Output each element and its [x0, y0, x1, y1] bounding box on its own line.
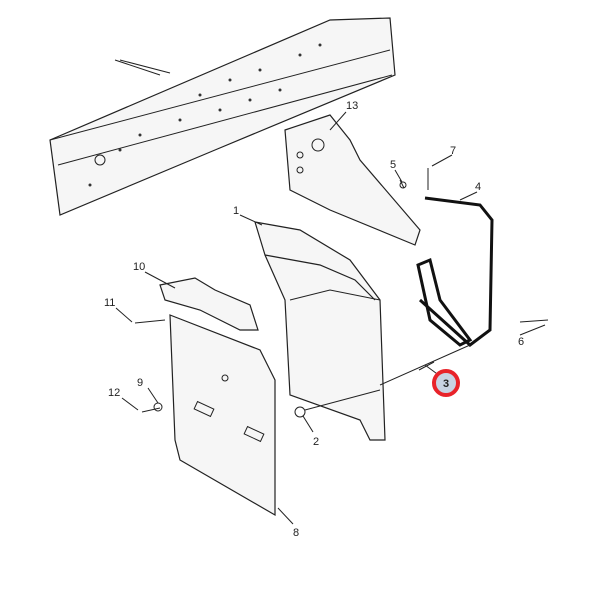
callout-8[interactable]: 8 [293, 527, 299, 539]
fasteners [119, 59, 549, 418]
callout-9[interactable]: 9 [137, 377, 143, 389]
callout-2[interactable]: 2 [313, 436, 319, 448]
callout-4[interactable]: 4 [475, 181, 481, 193]
mudflap-8 [169, 314, 276, 517]
splash-panel-1 [254, 221, 386, 441]
callout-6[interactable]: 6 [518, 336, 524, 348]
callout-13[interactable]: 13 [346, 100, 358, 112]
callout-12[interactable]: 12 [108, 387, 120, 399]
callout-labels: 13 1 5 7 4 6 10 11 9 12 2 8 3 [104, 100, 524, 539]
callout-3[interactable]: 3 [443, 378, 449, 390]
seal-4 [416, 196, 494, 347]
callout-1[interactable]: 1 [233, 205, 239, 217]
leader-lines [115, 111, 546, 525]
callout-11[interactable]: 11 [104, 297, 115, 309]
frame-rail [49, 17, 396, 216]
callout-10[interactable]: 10 [133, 261, 145, 273]
callout-7[interactable]: 7 [450, 145, 456, 157]
callout-3-highlight[interactable]: 3 [432, 369, 460, 397]
bracket-13 [284, 114, 421, 246]
callout-5[interactable]: 5 [390, 159, 396, 171]
plate-10 [159, 277, 259, 331]
